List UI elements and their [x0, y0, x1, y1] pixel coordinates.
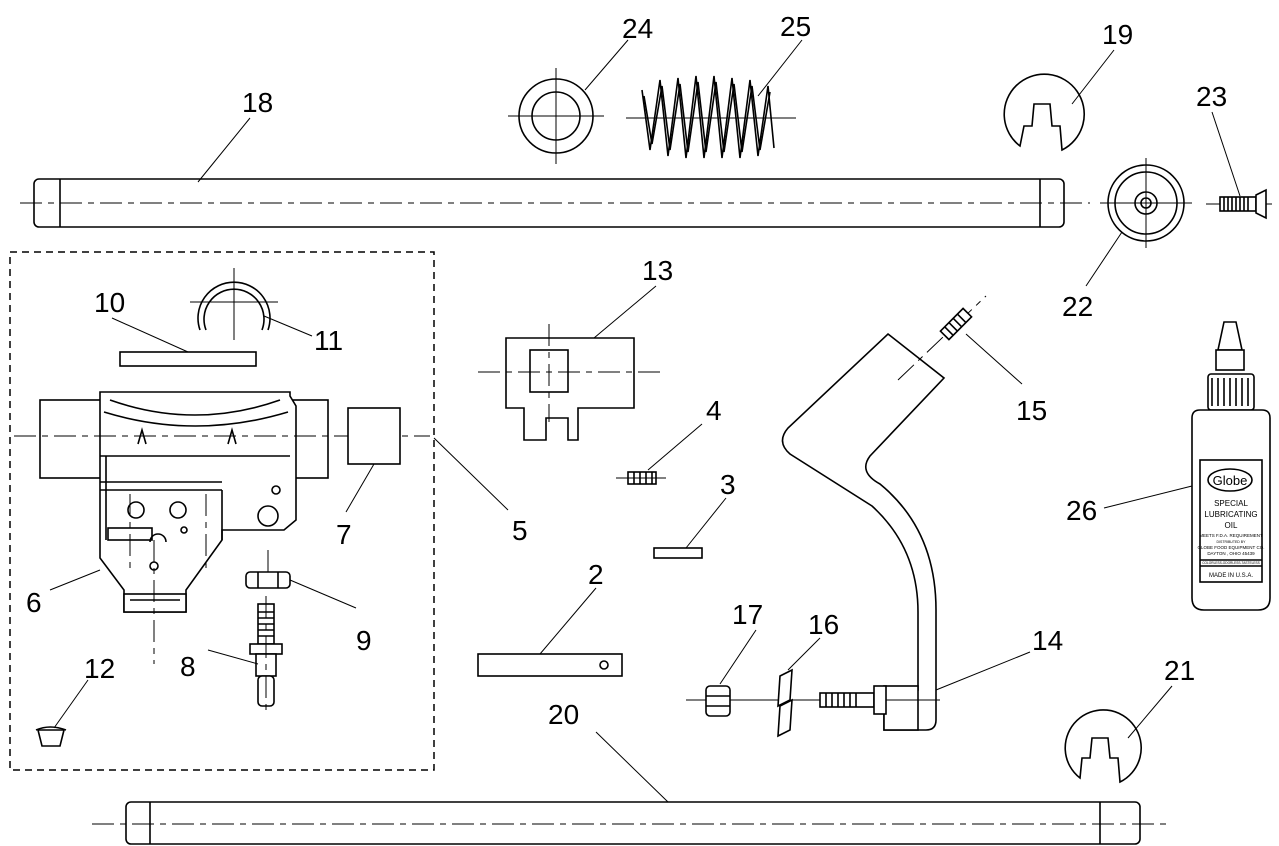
- callout-7: 7: [336, 519, 352, 550]
- oil-line3: OIL: [1225, 521, 1238, 530]
- part-21-retaining-ring: [1064, 685, 1173, 784]
- part-13-bracket: [478, 285, 662, 441]
- part-9-nut: [245, 550, 357, 609]
- callout-3: 3: [720, 469, 736, 500]
- part-22-end-cap: [1085, 158, 1192, 287]
- part-7-bushing: [345, 407, 401, 513]
- callout-16: 16: [808, 609, 839, 640]
- callout-14: 14: [1032, 625, 1063, 656]
- callout-26: 26: [1066, 495, 1097, 526]
- callout-19: 19: [1102, 19, 1133, 50]
- part-17-nut: [705, 629, 757, 717]
- part-11-ring: [190, 268, 313, 340]
- callout-4: 4: [706, 395, 722, 426]
- callout-25: 25: [780, 11, 811, 42]
- part-8-stud: [207, 596, 283, 712]
- callout-2: 2: [588, 559, 604, 590]
- oil-line5: DISTRIBUTED BY: [1217, 540, 1247, 544]
- callout-9: 9: [356, 625, 372, 656]
- callout-22: 22: [1062, 291, 1093, 322]
- callout-11: 11: [314, 325, 343, 356]
- part-18-rod: [20, 117, 1090, 228]
- callout-20: 20: [548, 699, 579, 730]
- part-3-key: [653, 497, 727, 559]
- part-12-plug: [35, 679, 89, 747]
- part-15-set-screw: [939, 307, 1023, 385]
- part-2-flat-bar: [477, 587, 623, 677]
- part-20-rod: [92, 731, 1166, 845]
- oil-line9: MADE IN U.S.A.: [1209, 573, 1253, 579]
- oil-line1: SPECIAL: [1214, 499, 1248, 508]
- carriage-assembly-box: [9, 251, 435, 771]
- callout-10: 10: [94, 287, 125, 318]
- oil-brand: Globe: [1213, 473, 1248, 488]
- callout-12: 12: [84, 653, 115, 684]
- oil-line4: MEETS F.D.A. REQUIREMENT: [1199, 533, 1263, 538]
- callout-24: 24: [622, 13, 653, 44]
- oil-line7: DAYTON , OHIO 45439: [1207, 551, 1255, 556]
- callout-21: 21: [1164, 655, 1195, 686]
- callout-18: 18: [242, 87, 273, 118]
- oil-line8: COLORLESS-ODORLESS-TASTELESS: [1202, 561, 1260, 565]
- part-10-strip: [111, 317, 257, 367]
- part-25-spring: [626, 39, 803, 159]
- leader-5: [433, 437, 509, 511]
- part-6-carriage-body: [14, 391, 430, 664]
- handle-stud: [686, 685, 940, 715]
- callout-15: 15: [1016, 395, 1047, 426]
- callout-17: 17: [732, 599, 763, 630]
- oil-line2: LUBRICATING: [1204, 510, 1257, 519]
- part-23-screw: [1206, 111, 1272, 220]
- callout-8: 8: [180, 651, 196, 682]
- callout-6: 6: [26, 587, 42, 618]
- callout-5: 5: [512, 515, 528, 546]
- part-14-handle: [781, 295, 1031, 731]
- part-4-set-screw: [616, 423, 703, 485]
- part-24-washer: [508, 39, 629, 164]
- part-26-oil-bottle: [1103, 321, 1271, 611]
- part-16-lock-washer: [777, 637, 821, 738]
- callout-13: 13: [642, 255, 673, 286]
- oil-line6: GLOBE FOOD EQUIPMENT CO.: [1198, 545, 1265, 550]
- part-19-retaining-ring: [1003, 49, 1115, 152]
- callout-23: 23: [1196, 81, 1227, 112]
